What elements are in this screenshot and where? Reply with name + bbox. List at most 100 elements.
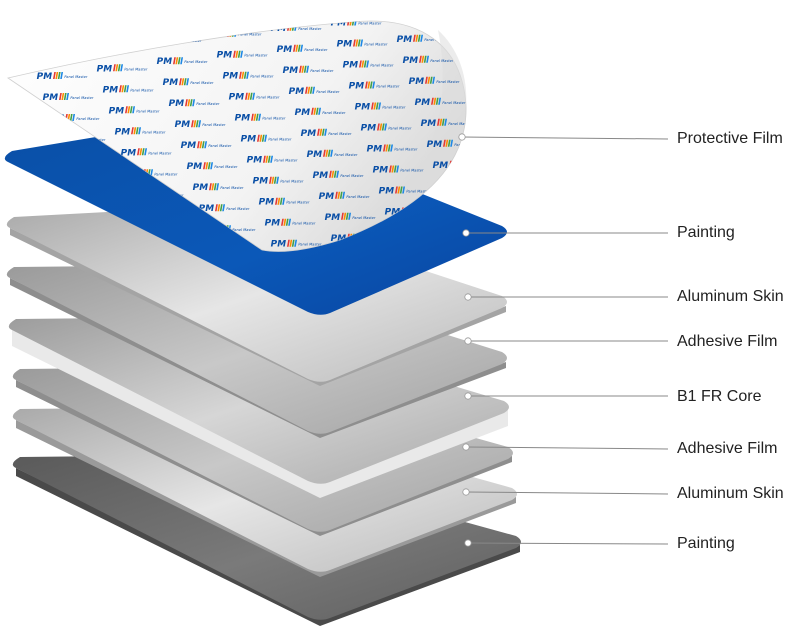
- label-b1-fr-core: B1 FR Core: [677, 388, 762, 405]
- brand-logo-58: PM Panel Master: [197, 204, 250, 214]
- svg-text:PM: PM: [317, 192, 334, 202]
- brand-logo-14: PM Panel Master: [41, 93, 94, 103]
- svg-text:PM: PM: [239, 135, 256, 145]
- svg-text:PM: PM: [377, 187, 394, 197]
- label-protective-film: Protective Film: [677, 130, 783, 147]
- svg-text:Panel Master: Panel Master: [274, 159, 298, 163]
- brand-logo-61: PM Panel Master: [377, 186, 430, 197]
- svg-text:PM: PM: [47, 114, 64, 124]
- svg-text:Panel Master: Panel Master: [130, 88, 154, 92]
- svg-text:PM: PM: [341, 61, 358, 71]
- svg-text:PM: PM: [113, 127, 130, 137]
- svg-text:Panel Master: Panel Master: [76, 117, 100, 121]
- svg-text:PM: PM: [347, 82, 364, 92]
- callout-dot-2: [464, 293, 472, 301]
- svg-text:Panel Master: Panel Master: [184, 60, 208, 64]
- svg-text:PM: PM: [407, 77, 424, 87]
- label-aluminum-skin-bottom: Aluminum Skin: [677, 485, 784, 502]
- callout-dot-3: [464, 337, 472, 345]
- svg-text:Panel Master: Panel Master: [124, 67, 148, 71]
- svg-text:Panel Master: Panel Master: [118, 46, 142, 50]
- svg-text:PM: PM: [323, 213, 340, 223]
- svg-text:Panel Master: Panel Master: [226, 207, 250, 211]
- svg-text:Panel Master: Panel Master: [70, 96, 94, 100]
- svg-text:Panel Master: Panel Master: [154, 172, 178, 176]
- svg-text:PM: PM: [209, 30, 226, 40]
- aluminum-skin-top-layer: [6, 206, 508, 386]
- svg-text:Panel Master: Panel Master: [316, 90, 340, 94]
- svg-text:PM: PM: [41, 93, 58, 103]
- svg-text:PM: PM: [269, 240, 286, 250]
- svg-text:Panel Master: Panel Master: [238, 33, 262, 37]
- svg-text:Panel Master: Panel Master: [178, 39, 202, 43]
- callout-dot-5: [462, 443, 470, 451]
- svg-text:Panel Master: Panel Master: [202, 123, 226, 127]
- svg-text:Panel Master: Panel Master: [256, 96, 280, 100]
- svg-text:Panel Master: Panel Master: [244, 54, 268, 58]
- svg-text:PM: PM: [173, 120, 190, 130]
- callout-line-0: [461, 136, 669, 140]
- svg-text:PM: PM: [359, 124, 376, 134]
- svg-text:PM: PM: [221, 72, 238, 82]
- svg-text:Panel Master: Panel Master: [268, 138, 292, 142]
- svg-text:Panel Master: Panel Master: [376, 85, 400, 89]
- svg-text:Panel Master: Panel Master: [286, 201, 310, 205]
- svg-text:Panel Master: Panel Master: [310, 69, 334, 73]
- svg-text:Panel Master: Panel Master: [352, 216, 376, 220]
- svg-text:PM: PM: [197, 204, 214, 214]
- svg-text:Panel Master: Panel Master: [382, 106, 406, 110]
- svg-text:PM: PM: [329, 19, 346, 29]
- svg-text:Panel Master: Panel Master: [220, 186, 244, 190]
- svg-text:Panel Master: Panel Master: [304, 48, 328, 52]
- svg-text:Panel Master: Panel Master: [334, 153, 358, 157]
- svg-text:Panel Master: Panel Master: [406, 190, 430, 194]
- callout-line-5: [465, 446, 669, 450]
- svg-text:Panel Master: Panel Master: [418, 17, 442, 21]
- svg-text:PM: PM: [167, 99, 184, 109]
- brand-logo-30: PM Panel Master: [173, 120, 226, 130]
- svg-text:Panel Master: Panel Master: [340, 174, 364, 178]
- svg-text:PM: PM: [215, 51, 232, 61]
- svg-text:Panel Master: Panel Master: [322, 111, 346, 115]
- callout-dot-4: [464, 392, 472, 400]
- svg-text:Panel Master: Panel Master: [136, 109, 160, 113]
- svg-text:PM: PM: [257, 198, 274, 208]
- svg-text:Panel Master: Panel Master: [232, 228, 256, 232]
- svg-text:PM: PM: [185, 162, 202, 172]
- svg-text:PM: PM: [293, 108, 310, 118]
- svg-text:Panel Master: Panel Master: [280, 180, 304, 184]
- svg-text:Panel Master: Panel Master: [358, 22, 382, 26]
- label-painting-top: Painting: [677, 224, 735, 241]
- brand-logo-32: PM Panel Master: [293, 107, 346, 118]
- svg-text:PM: PM: [383, 208, 400, 218]
- svg-text:Panel Master: Panel Master: [298, 27, 322, 31]
- brand-logo-26: PM Panel Master: [347, 81, 400, 92]
- svg-text:PM: PM: [335, 40, 352, 50]
- svg-text:PM: PM: [281, 66, 298, 76]
- callout-dot-0: [458, 133, 466, 141]
- svg-text:Panel Master: Panel Master: [430, 59, 454, 63]
- svg-text:Panel Master: Panel Master: [454, 143, 478, 147]
